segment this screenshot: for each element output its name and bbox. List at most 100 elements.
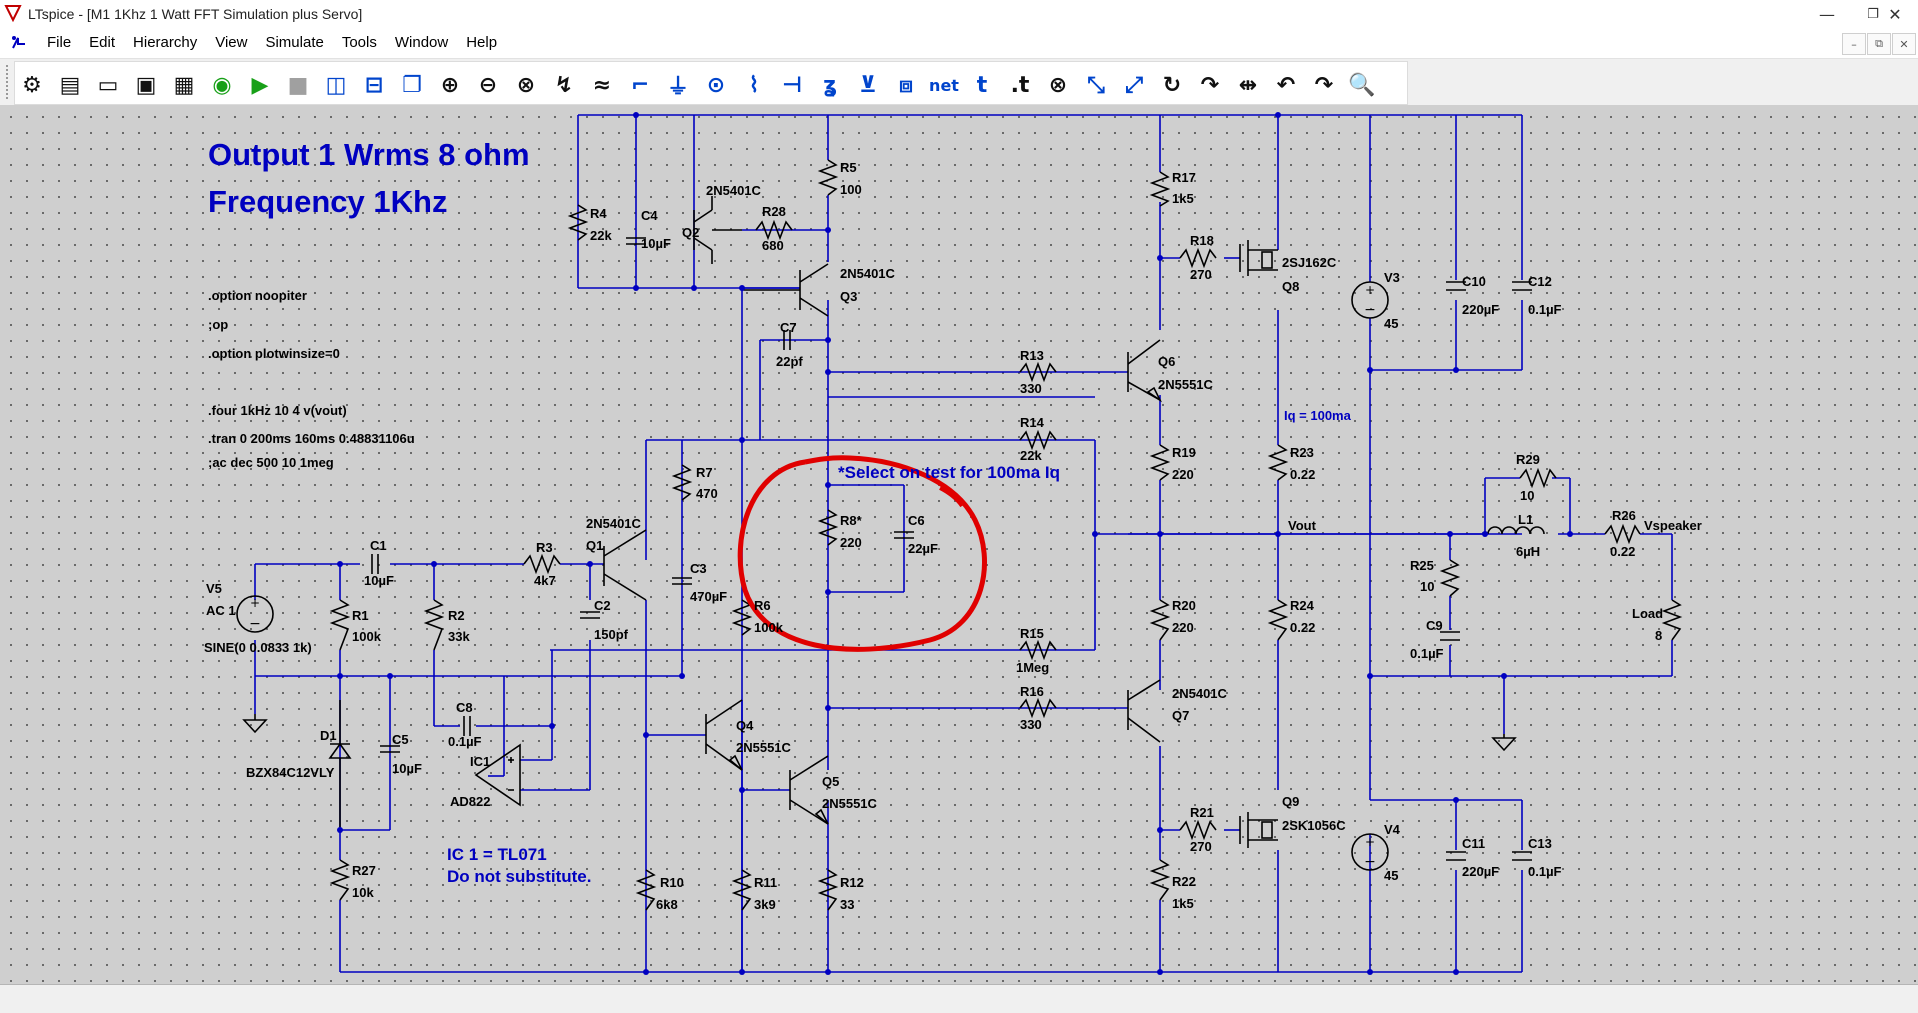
part-label-c5[interactable]: C5 xyxy=(392,732,409,747)
part-label-r26v[interactable]: 0.22 xyxy=(1610,544,1635,559)
part-label-c11v[interactable]: 220µF xyxy=(1462,864,1499,879)
part-label-q2t[interactable]: 2N5401C xyxy=(706,183,762,198)
part-label-r5v[interactable]: 100 xyxy=(840,182,862,197)
part-label-d1t[interactable]: BZX84C12VLY xyxy=(246,765,335,780)
part-label-r29v[interactable]: 10 xyxy=(1520,488,1534,503)
part-label-c9v[interactable]: 0.1µF xyxy=(1410,646,1444,661)
part-label-r3[interactable]: R3 xyxy=(536,540,553,555)
undo-icon[interactable]: ↶ xyxy=(1271,70,1301,100)
resistor-icon[interactable]: ⌇ xyxy=(739,70,769,100)
part-label-r3v[interactable]: 4k7 xyxy=(534,573,556,588)
duplicate-icon[interactable]: ⤡ xyxy=(1081,70,1111,100)
delete-icon[interactable]: ⊗ xyxy=(1043,70,1073,100)
part-label-c7[interactable]: C7 xyxy=(780,320,797,335)
mdi-close-button[interactable]: ✕ xyxy=(1892,33,1916,55)
part-label-c8v[interactable]: 0.1µF xyxy=(448,734,482,749)
part-label-r26[interactable]: R26 xyxy=(1612,508,1636,523)
part-label-q6t[interactable]: 2N5551C xyxy=(1158,377,1214,392)
part-label-r15v[interactable]: 1Meg xyxy=(1016,660,1049,675)
menu-help[interactable]: Help xyxy=(466,34,498,51)
menu-edit[interactable]: Edit xyxy=(89,34,116,51)
part-label-c9[interactable]: C9 xyxy=(1426,618,1443,633)
part-label-r13v[interactable]: 330 xyxy=(1020,381,1042,396)
part-label-q2[interactable]: Q2 xyxy=(682,225,699,240)
part-label-c13[interactable]: C13 xyxy=(1528,836,1552,851)
part-label-r8[interactable]: R8* xyxy=(840,513,863,528)
mirror-icon[interactable]: ↷ xyxy=(1195,70,1225,100)
menu-file[interactable]: File xyxy=(47,34,72,51)
part-label-r19[interactable]: R19 xyxy=(1172,445,1196,460)
capacitor-icon[interactable]: ⊣ xyxy=(777,70,807,100)
part-label-c4[interactable]: C4 xyxy=(641,208,658,223)
new-schematic-icon[interactable]: ▤ xyxy=(55,70,85,100)
part-label-r27[interactable]: R27 xyxy=(352,863,376,878)
part-label-r5[interactable]: R5 xyxy=(840,160,857,175)
part-label-q7[interactable]: Q7 xyxy=(1172,708,1189,723)
part-label-c1[interactable]: C1 xyxy=(370,538,387,553)
part-label-l1[interactable]: L1 xyxy=(1518,512,1533,527)
part-label-ic1[interactable]: IC1 xyxy=(470,754,490,769)
part-label-r8v[interactable]: 220 xyxy=(840,535,862,550)
part-label-c4v[interactable]: 10µF xyxy=(641,236,671,251)
part-label-r17[interactable]: R17 xyxy=(1172,170,1196,185)
diode-icon[interactable]: ⊻ xyxy=(853,70,883,100)
part-label-c3[interactable]: C3 xyxy=(690,561,707,576)
toolbar-grip[interactable] xyxy=(6,65,12,99)
part-label-r13[interactable]: R13 xyxy=(1020,348,1044,363)
tile-vertical-icon[interactable]: ◫ xyxy=(321,70,351,100)
restore-button[interactable]: ❐ xyxy=(1867,6,1879,22)
spice-directive[interactable]: ;op xyxy=(208,317,228,332)
part-label-r21v[interactable]: 270 xyxy=(1190,839,1212,854)
part-label-r24[interactable]: R24 xyxy=(1290,598,1315,613)
halt-icon[interactable]: ■ xyxy=(283,70,313,100)
minimize-button[interactable]: — xyxy=(1819,4,1835,24)
part-label-q4[interactable]: Q4 xyxy=(736,718,754,733)
drag-icon[interactable]: ⤢ xyxy=(1119,70,1149,100)
part-label-r11[interactable]: R11 xyxy=(754,875,777,890)
inductor-icon[interactable]: ʓ xyxy=(815,70,845,100)
label-net-icon[interactable]: ⊙ xyxy=(701,70,731,100)
menu-tools[interactable]: Tools xyxy=(341,34,377,51)
part-label-c12v[interactable]: 0.1µF xyxy=(1528,302,1562,317)
menu-hierarchy[interactable]: Hierarchy xyxy=(133,34,198,51)
part-label-r12[interactable]: R12 xyxy=(840,875,864,890)
zoom-back-icon[interactable]: ↯ xyxy=(549,70,579,100)
part-label-r14[interactable]: R14 xyxy=(1020,415,1045,430)
part-label-r12v[interactable]: 33 xyxy=(840,897,854,912)
part-label-r20[interactable]: R20 xyxy=(1172,598,1196,613)
part-label-r23[interactable]: R23 xyxy=(1290,445,1314,460)
draw-wire-icon[interactable]: ⌐ xyxy=(625,70,655,100)
part-label-r21[interactable]: R21 xyxy=(1190,805,1214,820)
part-label-r22[interactable]: R22 xyxy=(1172,874,1196,889)
move-icon[interactable]: .t xyxy=(1005,70,1035,100)
spice-directive[interactable]: ;ac dec 500 10 1meg xyxy=(208,455,334,470)
part-label-r10v[interactable]: 6k8 xyxy=(656,897,678,912)
part-label-r1v[interactable]: 100k xyxy=(352,629,382,644)
part-label-r22v[interactable]: 1k5 xyxy=(1172,896,1194,911)
part-label-r25[interactable]: R25 xyxy=(1410,558,1434,573)
mirror-x-icon[interactable]: ⇹ xyxy=(1233,70,1263,100)
part-label-r17v[interactable]: 1k5 xyxy=(1172,191,1194,206)
part-label-r28[interactable]: R28 xyxy=(762,204,786,219)
spice-directive[interactable]: .option noopiter xyxy=(208,288,307,303)
part-label-q6[interactable]: Q6 xyxy=(1158,354,1175,369)
part-label-q3t[interactable]: 2N5401C xyxy=(840,266,896,281)
part-label-q9t[interactable]: 2SK1056C xyxy=(1282,818,1346,833)
part-label-r7v[interactable]: 470 xyxy=(696,486,718,501)
spice-directive[interactable]: .tran 0 200ms 160ms 0.48831106u xyxy=(208,431,415,446)
part-label-v4[interactable]: V4 xyxy=(1384,822,1401,837)
part-label-q8t[interactable]: 2SJ162C xyxy=(1282,255,1337,270)
part-label-r1[interactable]: R1 xyxy=(352,608,369,623)
part-label-q7t[interactable]: 2N5401C xyxy=(1172,686,1228,701)
part-label-r6v[interactable]: 100k xyxy=(754,620,784,635)
spice-directive-icon[interactable]: net xyxy=(929,70,959,100)
spice-directive[interactable]: .option plotwinsize=0 xyxy=(208,346,340,361)
part-label-r23v[interactable]: 0.22 xyxy=(1290,467,1315,482)
part-label-q9[interactable]: Q9 xyxy=(1282,794,1299,809)
part-label-c7v[interactable]: 22pf xyxy=(776,354,803,369)
part-label-q5[interactable]: Q5 xyxy=(822,774,839,789)
spice-directive[interactable]: .four 1kHz 10 4 v(vout) xyxy=(208,403,347,418)
part-label-c11[interactable]: C11 xyxy=(1462,836,1485,851)
rotate-icon[interactable]: ↻ xyxy=(1157,70,1187,100)
run-icon[interactable]: ▶ xyxy=(245,70,275,100)
